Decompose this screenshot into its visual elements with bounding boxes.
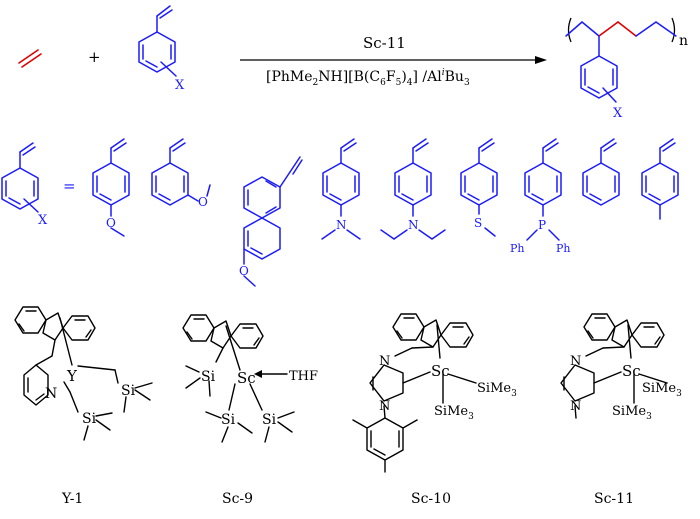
y1-nitrogen: N: [45, 386, 57, 402]
sc10-sime3-2: SiMe3: [434, 404, 474, 422]
phenyl-label-2: Ph: [556, 242, 571, 255]
catalyst-sc10-structure: [352, 313, 477, 473]
methylthio-s: S: [474, 216, 482, 230]
sc10-metal: Sc: [431, 362, 450, 380]
phosphino-p: P: [538, 218, 546, 232]
cocatalyst-label: [PhMe2NH][B(C6F5)4] /AliBu3: [266, 68, 470, 88]
label-y1: Y-1: [61, 491, 83, 507]
sc11-sime3-1: SiMe3: [642, 381, 682, 399]
plus-sign: +: [88, 48, 101, 66]
phenyl-label-1: Ph: [510, 242, 525, 255]
x-substituent-label: X: [175, 78, 185, 93]
sc9-methyl-bonds: [205, 411, 295, 443]
m-methoxystyrene: [151, 138, 211, 206]
sc11-metal: Sc: [622, 362, 641, 380]
naphthyl-methoxy-o: O: [239, 264, 249, 278]
repeat-n-label: n: [679, 33, 688, 49]
generic-styrene: [1, 142, 39, 213]
catalyst-sc9-structure: [182, 314, 288, 411]
p-methoxystyrene: [92, 138, 130, 237]
sc10-sime3-1: SiMe3: [477, 381, 517, 399]
m-methoxy-o: O: [198, 195, 208, 209]
sc9-silicon-2: Si: [221, 412, 236, 428]
sc9-silicon-3: Si: [262, 412, 277, 428]
sc9-thf-label: THF: [289, 369, 318, 384]
catalyst-sc11-structure: [560, 313, 668, 419]
generic-x-label: X: [38, 213, 48, 228]
p-diphenylphosphinostyrene: [524, 138, 562, 241]
diethylamino-n: N: [408, 218, 419, 232]
dimethylamino-n: N: [336, 218, 347, 232]
label-sc9: Sc-9: [222, 491, 253, 507]
methoxy-vinylnaphthalene: [243, 156, 303, 287]
sc11-sime3-2: SiMe3: [612, 404, 652, 422]
styrene-reactant: [138, 5, 177, 77]
y1-silicon-2: Si: [82, 411, 97, 427]
p-methylthiostyrene: [460, 138, 498, 237]
sc11-nitrogen-2: N: [570, 399, 581, 414]
catalyst-y1-structure: [14, 306, 119, 413]
sc11-nitrogen-1: N: [570, 354, 581, 369]
catalyst-label: Sc-11: [363, 34, 406, 52]
sc9-silicon-1: Si: [201, 369, 216, 385]
copolymer-product: [565, 17, 677, 103]
product-x-label: X: [613, 106, 623, 121]
y1-metal: Y: [66, 367, 78, 385]
y1-methyl-bonds: [83, 382, 153, 441]
label-sc11: Sc-11: [594, 491, 634, 507]
reaction-arrow: [240, 56, 547, 64]
label-sc10: Sc-10: [411, 491, 451, 507]
p-diethylaminostyrene: [380, 138, 446, 240]
p-methoxy-o: O: [106, 216, 116, 230]
y1-silicon-1: Si: [121, 383, 136, 399]
styrene-unsubstituted: [582, 138, 620, 206]
equals-sign: =: [63, 177, 76, 195]
sc9-metal: Sc: [237, 369, 256, 387]
sc10-nitrogen-2: N: [379, 399, 390, 414]
sc10-nitrogen-1: N: [379, 354, 390, 369]
ethylene-structure: [18, 49, 42, 68]
p-dimethylaminostyrene: [321, 138, 361, 240]
p-methylstyrene: [641, 138, 679, 220]
